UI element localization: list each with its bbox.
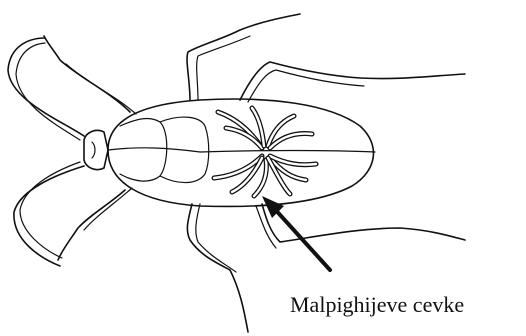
hind-legs [240, 62, 465, 248]
figure-label: Malpighijeve cevke [290, 292, 464, 318]
head [84, 130, 108, 169]
front-legs [44, 36, 136, 260]
antennae [8, 38, 84, 266]
body [108, 99, 375, 206]
malpighian-tubules [214, 108, 316, 196]
